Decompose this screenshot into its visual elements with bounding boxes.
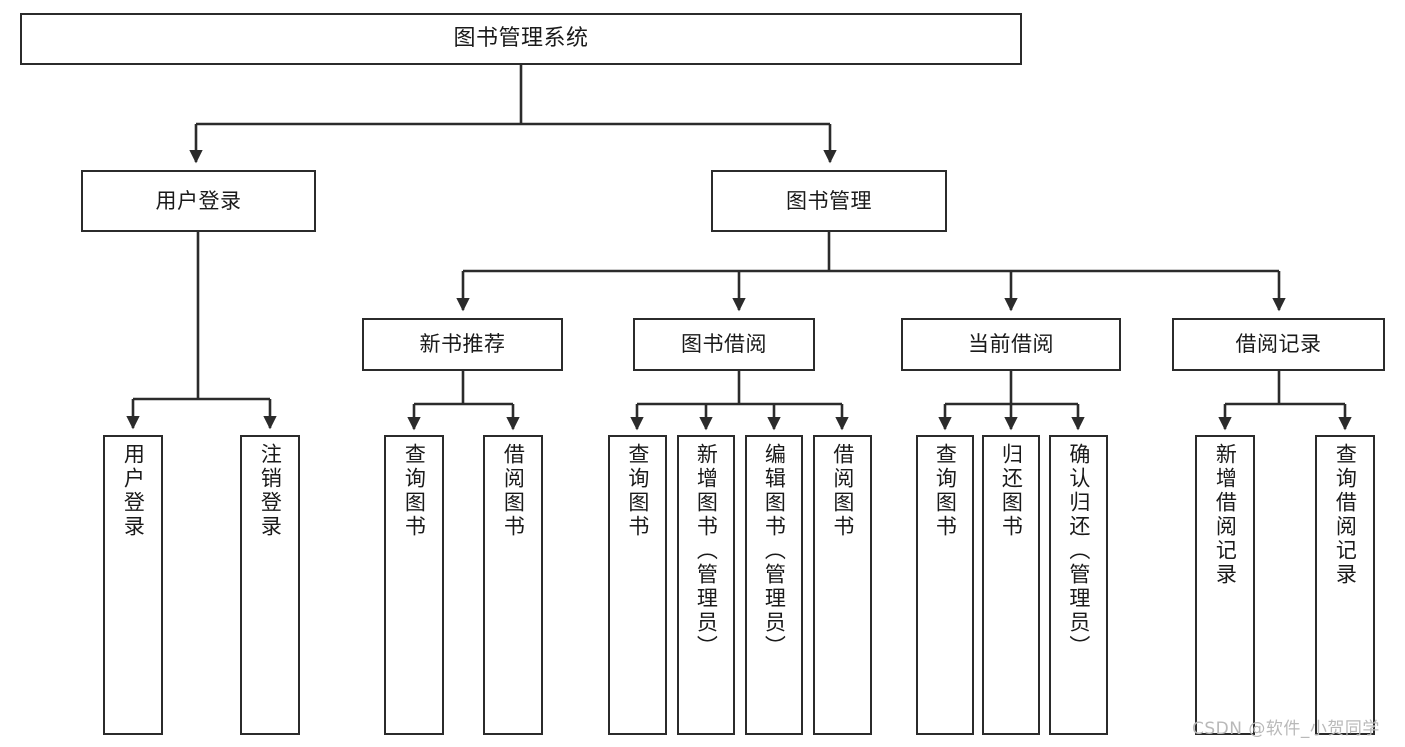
leaf-confirm-return-admin-label: 确认归还（管理员） [1066, 443, 1091, 659]
leaf-search-book-current-label: 查询图书 [933, 443, 958, 539]
leaf-search-book-current[interactable]: 查询图书 [916, 435, 974, 735]
node-root[interactable]: 图书管理系统 [20, 13, 1022, 65]
leaf-search-book-recommend[interactable]: 查询图书 [384, 435, 444, 735]
leaf-search-borrow-record-label: 查询借阅记录 [1333, 443, 1358, 587]
node-root-label: 图书管理系统 [453, 26, 589, 52]
csdn-watermark: CSDN @软件_小贺同学 [1192, 719, 1380, 739]
leaf-add-book-admin-label: 新增图书（管理员） [694, 443, 719, 659]
leaf-logout-label: 注销登录 [258, 443, 283, 539]
node-book-borrow[interactable]: 图书借阅 [633, 318, 815, 371]
leaf-search-borrow-record[interactable]: 查询借阅记录 [1315, 435, 1375, 735]
leaf-edit-book-admin[interactable]: 编辑图书（管理员） [745, 435, 803, 735]
leaf-add-borrow-record-label: 新增借阅记录 [1213, 443, 1238, 587]
leaf-user-login[interactable]: 用户登录 [103, 435, 163, 735]
leaf-add-book-admin[interactable]: 新增图书（管理员） [677, 435, 735, 735]
leaf-search-book-borrow[interactable]: 查询图书 [608, 435, 667, 735]
node-new-book-recommend[interactable]: 新书推荐 [362, 318, 563, 371]
node-book-management[interactable]: 图书管理 [711, 170, 947, 232]
node-borrow-record-label: 借阅记录 [1235, 332, 1322, 357]
leaf-borrow-book[interactable]: 借阅图书 [813, 435, 872, 735]
leaf-borrow-book-label: 借阅图书 [830, 443, 855, 539]
leaf-return-book-label: 归还图书 [999, 443, 1024, 539]
node-book-management-label: 图书管理 [786, 188, 872, 213]
leaf-edit-book-admin-label: 编辑图书（管理员） [762, 443, 787, 659]
leaf-search-book-recommend-label: 查询图书 [402, 443, 427, 539]
node-book-borrow-label: 图书借阅 [681, 332, 767, 357]
leaf-add-borrow-record[interactable]: 新增借阅记录 [1195, 435, 1255, 735]
leaf-search-book-borrow-label: 查询图书 [625, 443, 650, 539]
leaf-borrow-book-recommend-label: 借阅图书 [501, 443, 526, 539]
node-user-login-label: 用户登录 [155, 188, 242, 213]
leaf-borrow-book-recommend[interactable]: 借阅图书 [483, 435, 543, 735]
node-new-book-recommend-label: 新书推荐 [419, 332, 506, 357]
node-current-borrow-label: 当前借阅 [968, 332, 1054, 357]
leaf-user-login-label: 用户登录 [121, 443, 146, 539]
node-current-borrow[interactable]: 当前借阅 [901, 318, 1121, 371]
leaf-logout[interactable]: 注销登录 [240, 435, 300, 735]
node-borrow-record[interactable]: 借阅记录 [1172, 318, 1385, 371]
leaf-return-book[interactable]: 归还图书 [982, 435, 1040, 735]
node-user-login[interactable]: 用户登录 [81, 170, 316, 232]
leaf-confirm-return-admin[interactable]: 确认归还（管理员） [1049, 435, 1108, 735]
